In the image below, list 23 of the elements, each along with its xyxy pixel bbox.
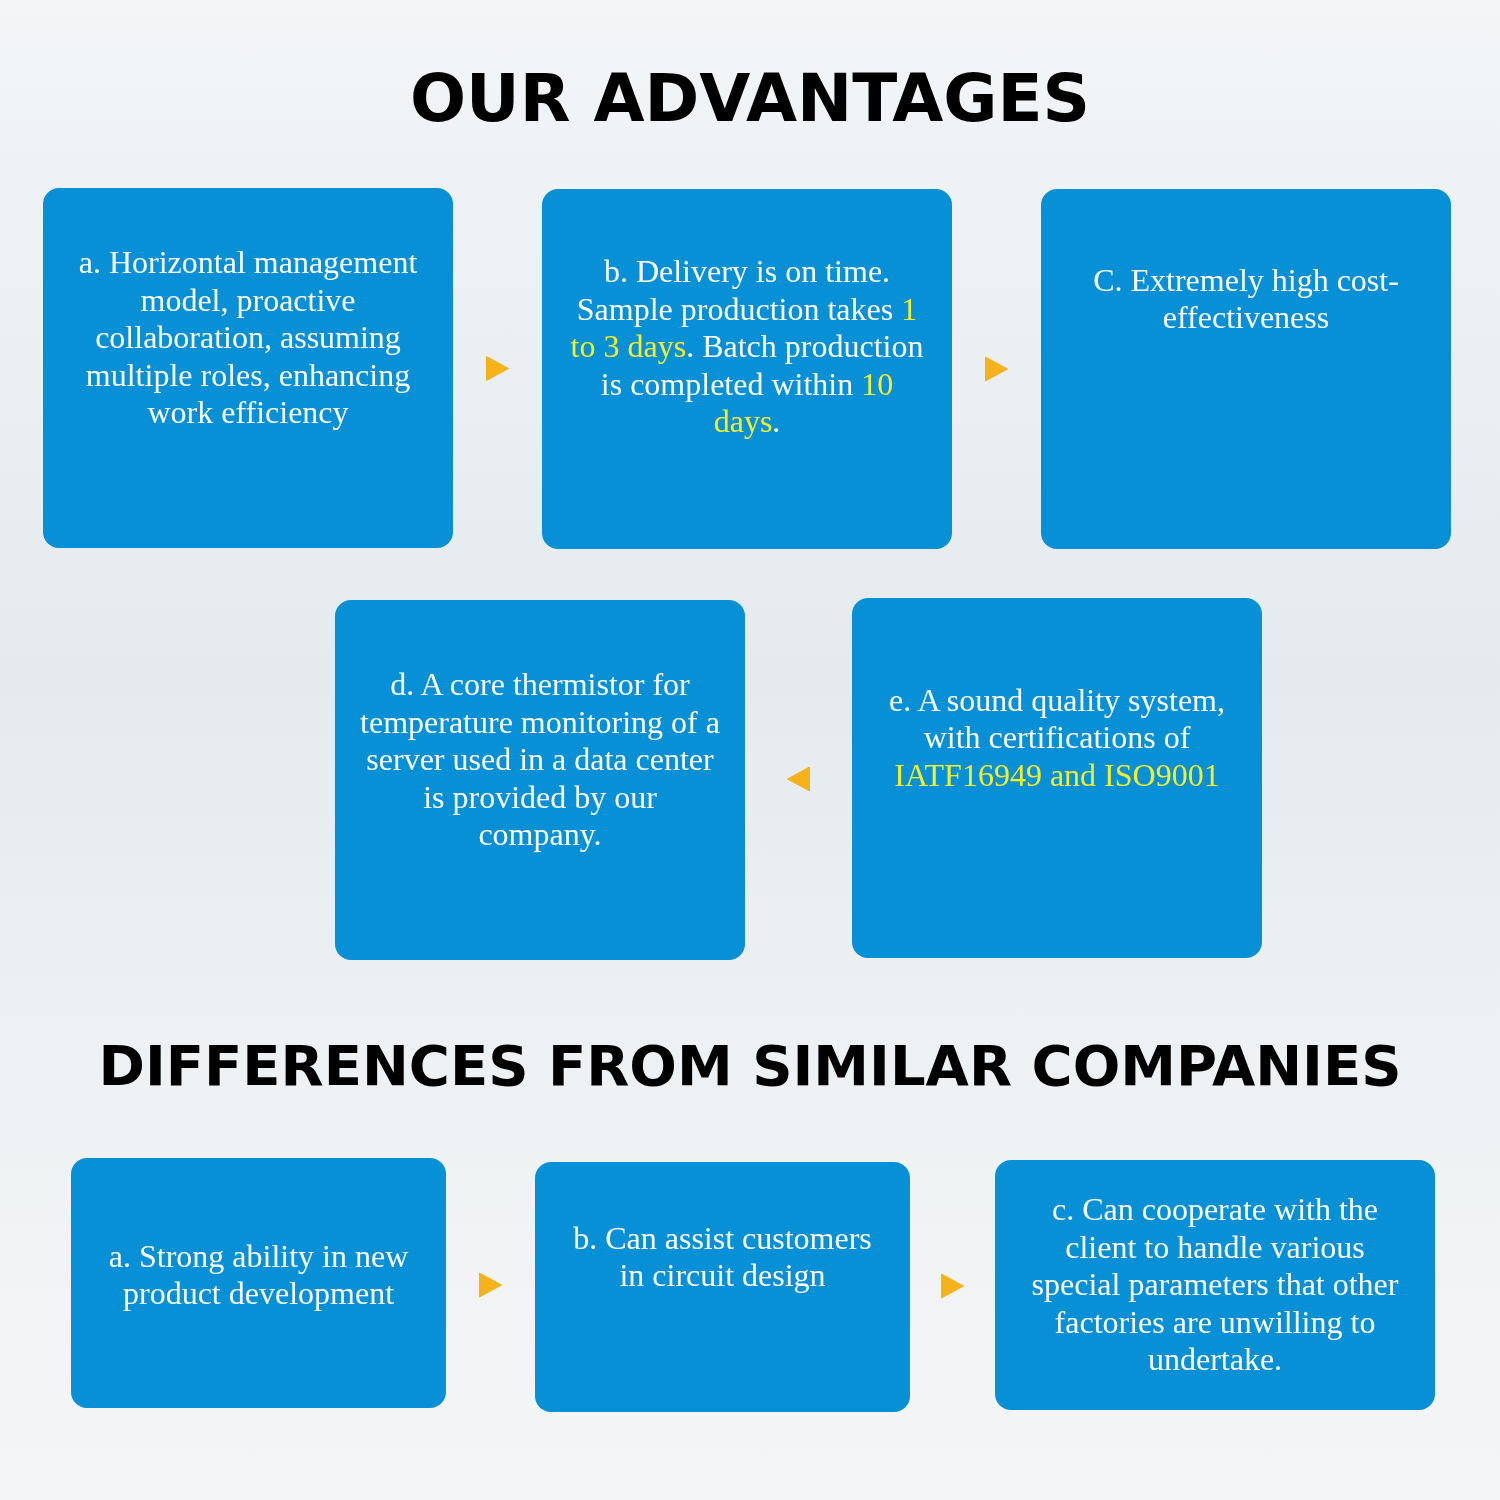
arrow bbox=[985, 356, 1008, 382]
box-text: a. Horizontal management model, proactive collaboration, assuming multiple roles, enhancing work efficiency bbox=[77, 244, 419, 432]
advantage-box bbox=[71, 1158, 446, 1408]
advantage-box bbox=[852, 598, 1262, 958]
box-text: c. Can cooperate with the client to handle various special parameters that other factories are unwilling to undertake. bbox=[1030, 1191, 1400, 1379]
title: OUR ADVANTAGES bbox=[408, 60, 1091, 137]
advantage-box bbox=[335, 600, 745, 960]
box-text: C. Extremely high cost-effectiveness bbox=[1092, 261, 1400, 337]
advantage-box bbox=[1041, 189, 1451, 549]
box-text: a. Strong ability in new product development bbox=[107, 1237, 410, 1313]
arrow bbox=[787, 766, 810, 792]
advantage-box bbox=[43, 188, 453, 548]
arrow bbox=[941, 1273, 964, 1299]
box-text: d. A core thermistor for temperature monitoring of a server used in a data center is provided by our company. bbox=[359, 666, 721, 854]
box-text: b. Can assist customers in circuit design bbox=[572, 1219, 873, 1295]
advantage-box bbox=[995, 1160, 1435, 1410]
box-text: e. A sound quality system, with certifications of IATF16949 and ISO9001 bbox=[888, 681, 1226, 795]
box-text: b. Delivery is on time. Sample production takes 1 to 3 days. Batch production is completed within 10 days. bbox=[569, 253, 925, 441]
arrow bbox=[479, 1272, 502, 1298]
advantage-box bbox=[542, 189, 952, 549]
section-heading: DIFFERENCES FROM SIMILAR COMPANIES bbox=[97, 1033, 1403, 1098]
arrow bbox=[486, 356, 509, 381]
advantage-box bbox=[535, 1162, 910, 1412]
